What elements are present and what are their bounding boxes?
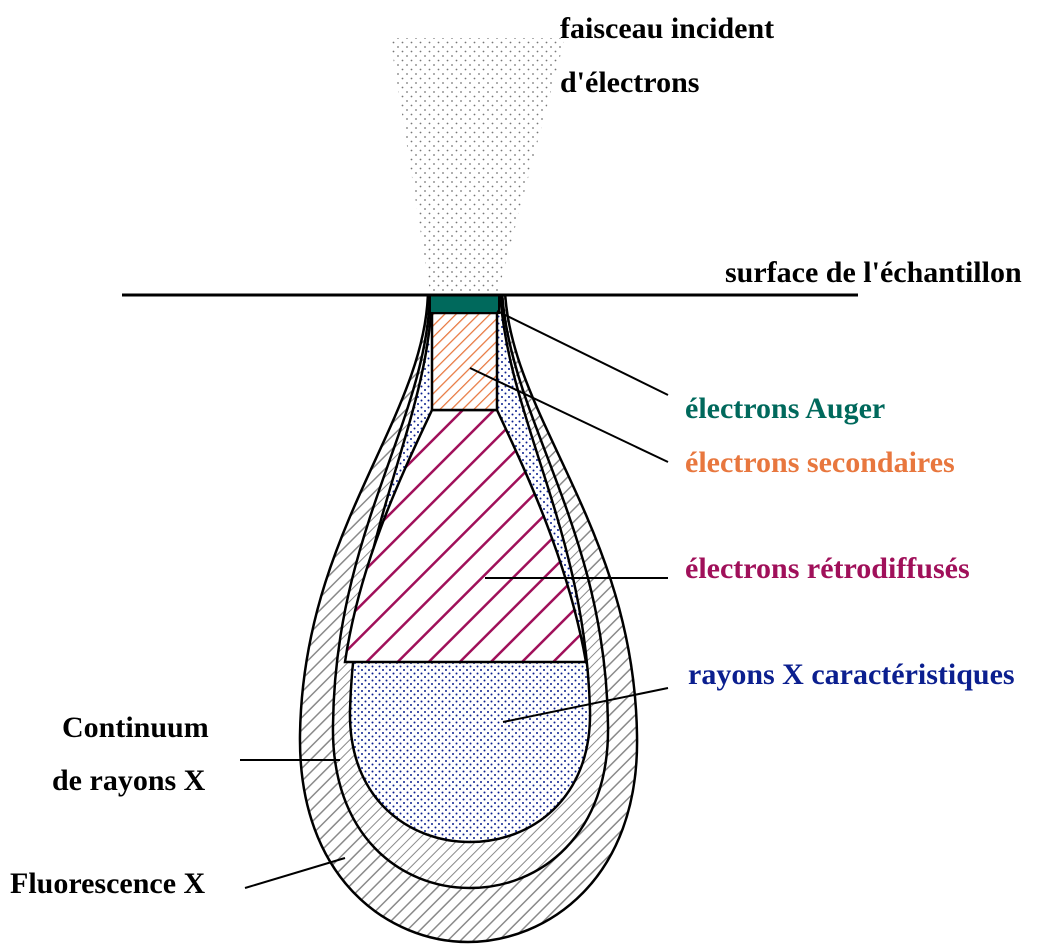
incident-beam [390, 38, 565, 292]
fluorescence-label: Fluorescence X [10, 867, 206, 900]
continuum-label-line1: Continuum [62, 711, 209, 744]
incident-beam-label-line1: faisceau incident [560, 12, 774, 45]
continuum-label-line2: de rayons X [52, 764, 206, 797]
secondary-electrons-zone [432, 313, 497, 410]
fluorescence-leader [245, 858, 345, 888]
auger-electrons-zone [430, 295, 499, 313]
backscattered-label: électrons rétrodiffusés [685, 552, 970, 585]
incident-beam-label-line2: d'électrons [560, 66, 699, 99]
auger-label: électrons Auger [685, 392, 885, 425]
characteristic-xray-label: rayons X caractéristiques [688, 658, 1015, 691]
secondary-label: électrons secondaires [685, 446, 955, 479]
surface-label: surface de l'échantillon [725, 256, 1022, 289]
